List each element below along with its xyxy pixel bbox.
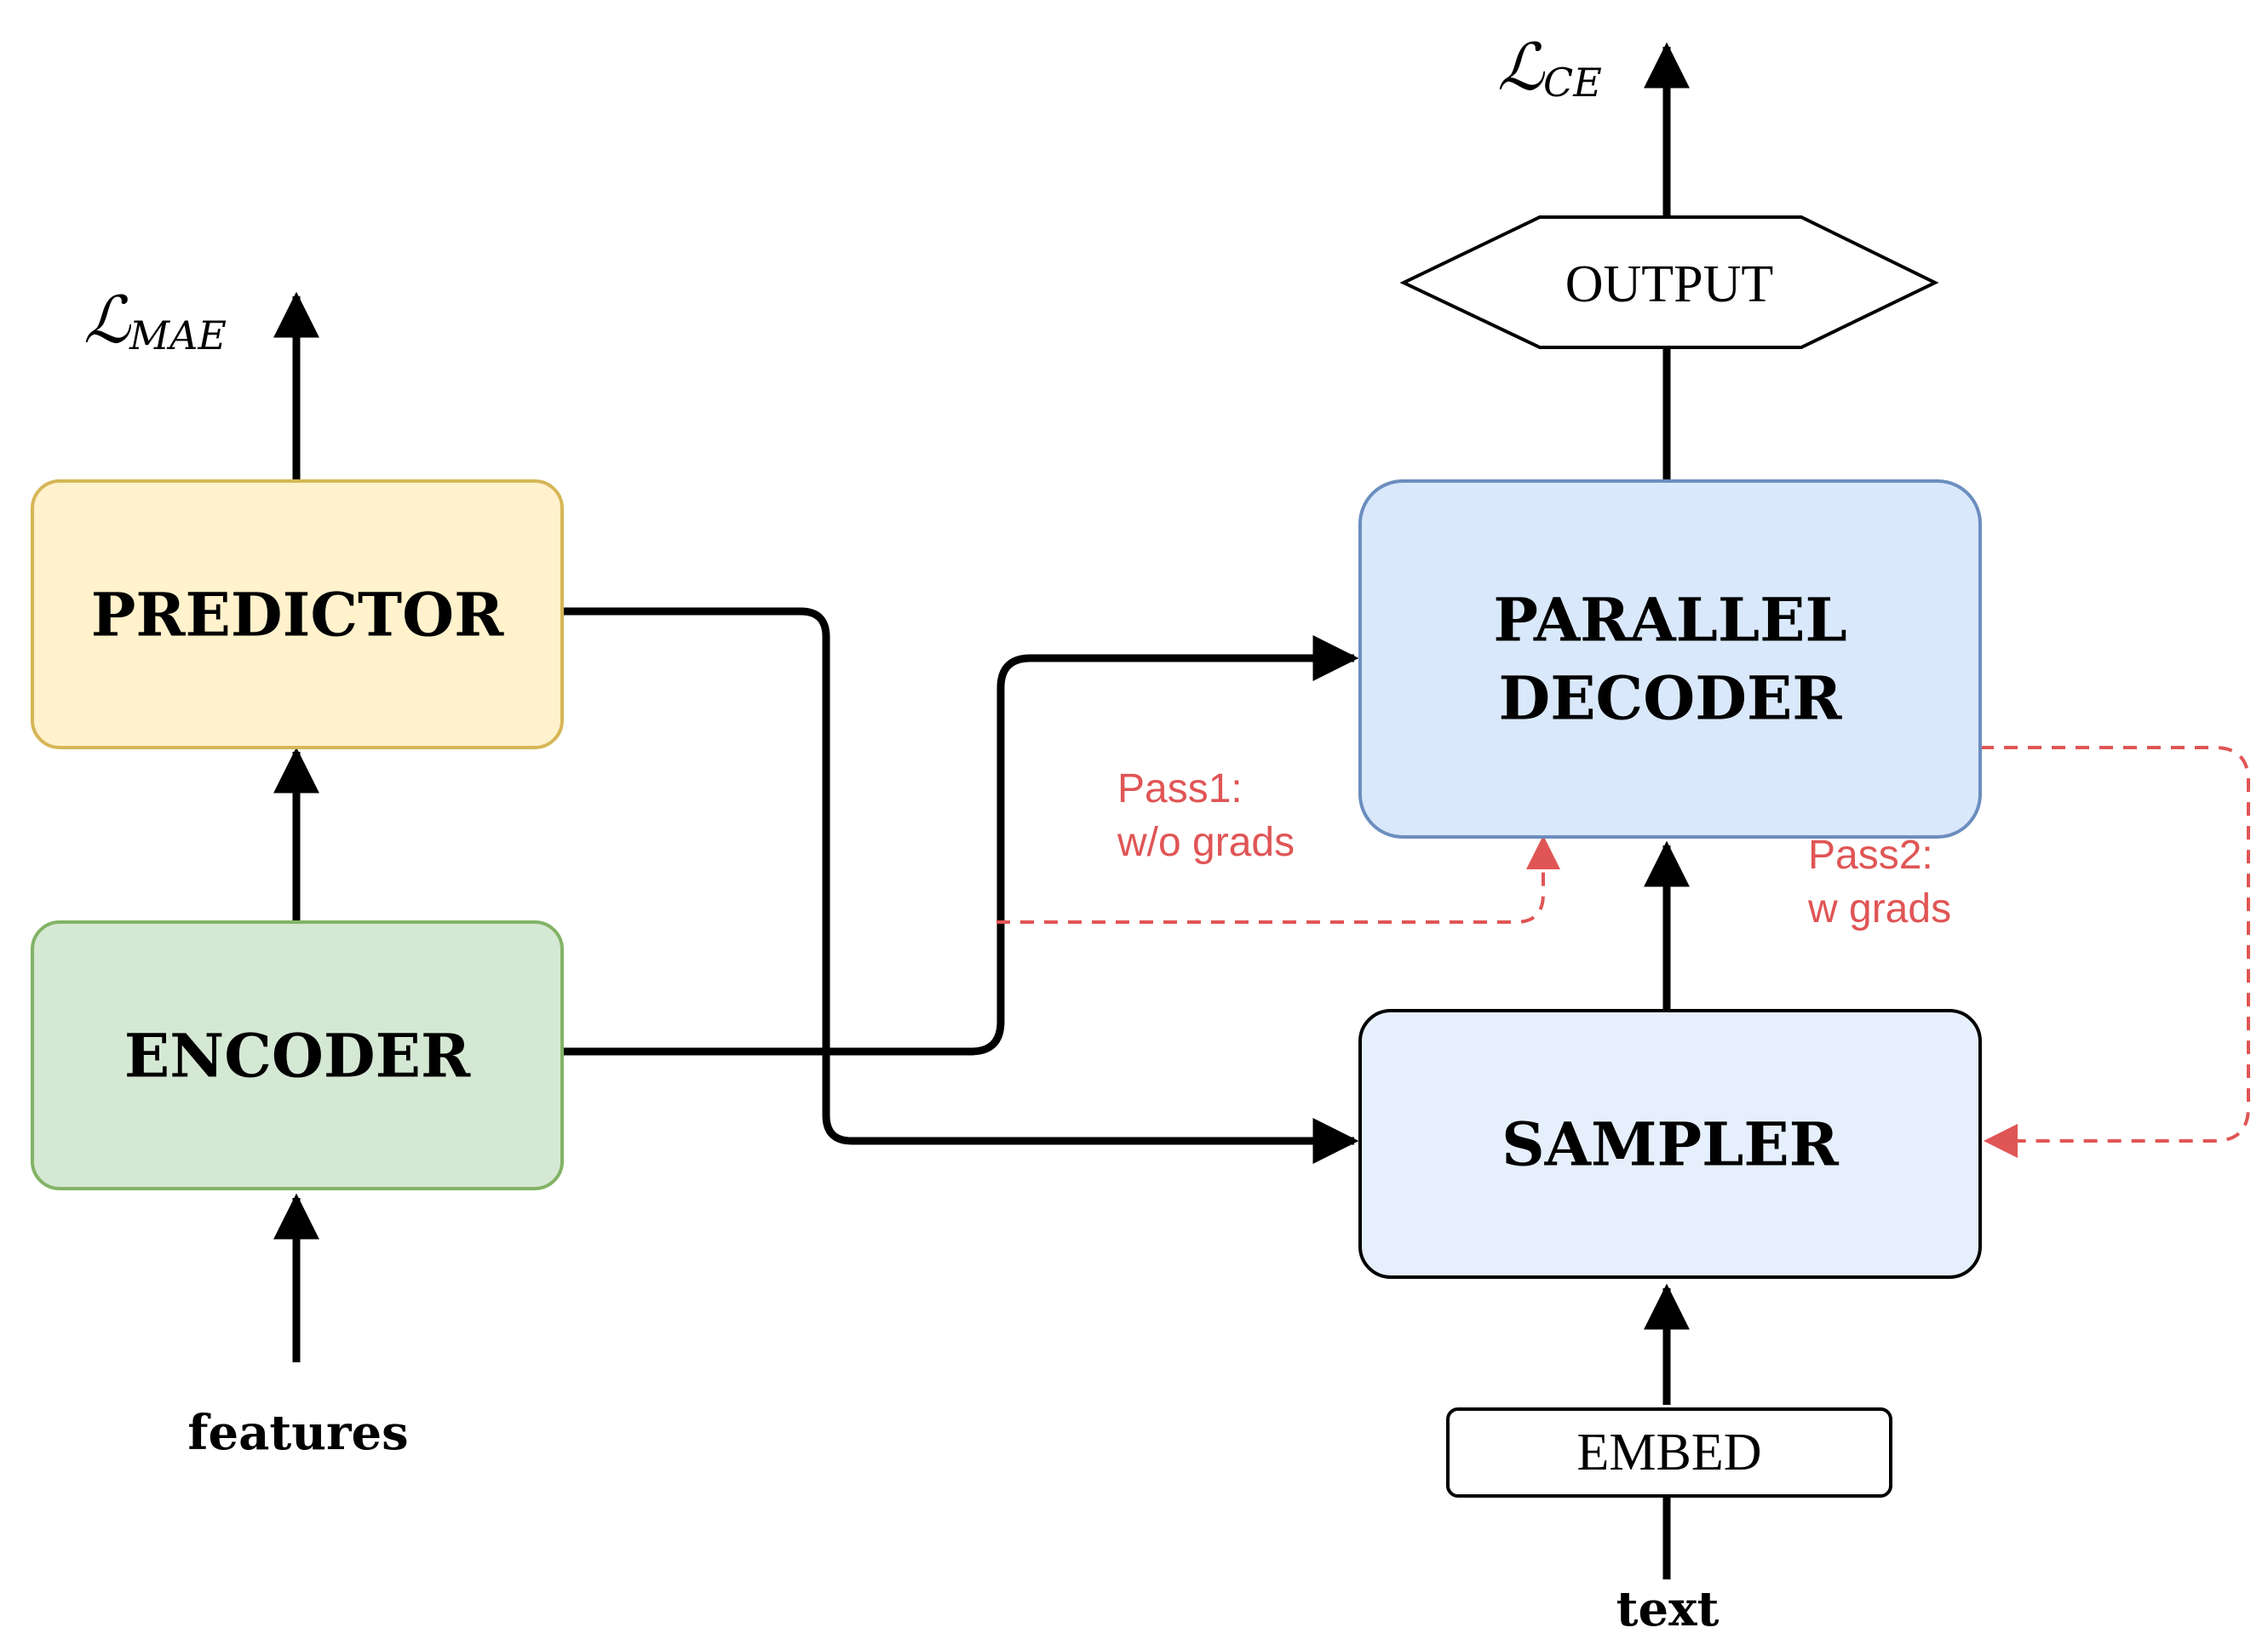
encoder-label: ENCODER	[124, 1021, 471, 1092]
pass2-annotation: Pass2: w grads	[1807, 833, 1951, 931]
output-label: OUTPUT	[1565, 255, 1774, 313]
output-hexagon	[1399, 215, 1939, 349]
pass1-annotation: Pass1: w/o grads	[1117, 766, 1295, 865]
edge-predictor-to-sampler	[562, 607, 1359, 1164]
parallel-decoder-box	[1358, 479, 1982, 839]
loss-ce-symbol: ℒ	[1497, 29, 1546, 105]
loss-ce-subscript: CE	[1543, 60, 1602, 106]
sampler-box	[1358, 1009, 1982, 1279]
predictor-box	[31, 479, 564, 749]
sampler-label: SAMPLER	[1501, 1109, 1840, 1180]
output-block: OUTPUT	[1399, 215, 1939, 349]
edge-encoder-to-decoder	[562, 635, 1359, 1056]
embed-box	[1446, 1407, 1892, 1498]
loss-mae-subscript: MAE	[129, 312, 227, 358]
text-input-label: text	[1616, 1581, 1720, 1637]
parallel-decoder-block: PARALLEL DECODER	[1358, 479, 1982, 839]
embed-label: EMBED	[1577, 1424, 1762, 1481]
pass1-annotation-line1: Pass1:	[1117, 766, 1243, 811]
loss-mae-label: ℒ MAE	[83, 282, 227, 358]
predictor-block: PREDICTOR	[31, 479, 564, 749]
encoder-box	[31, 920, 564, 1190]
features-input-label: features	[187, 1405, 408, 1461]
encoder-block: ENCODER	[31, 920, 564, 1190]
pass1-annotation-line2: w/o grads	[1117, 820, 1295, 865]
loss-mae-symbol: ℒ	[83, 282, 132, 358]
predictor-label: PREDICTOR	[91, 580, 504, 650]
pass2-annotation-line2: w grads	[1807, 886, 1951, 931]
parallel-decoder-label-line2: DECODER	[1499, 663, 1843, 734]
parallel-decoder-label-line1: PARALLEL	[1493, 585, 1846, 656]
sampler-block: SAMPLER	[1358, 1009, 1982, 1279]
pass2-dashed-edge	[1980, 746, 2250, 1158]
pass2-annotation-line1: Pass2:	[1808, 833, 1933, 878]
loss-ce-label: ℒ CE	[1497, 29, 1602, 106]
embed-block: EMBED	[1446, 1407, 1892, 1498]
